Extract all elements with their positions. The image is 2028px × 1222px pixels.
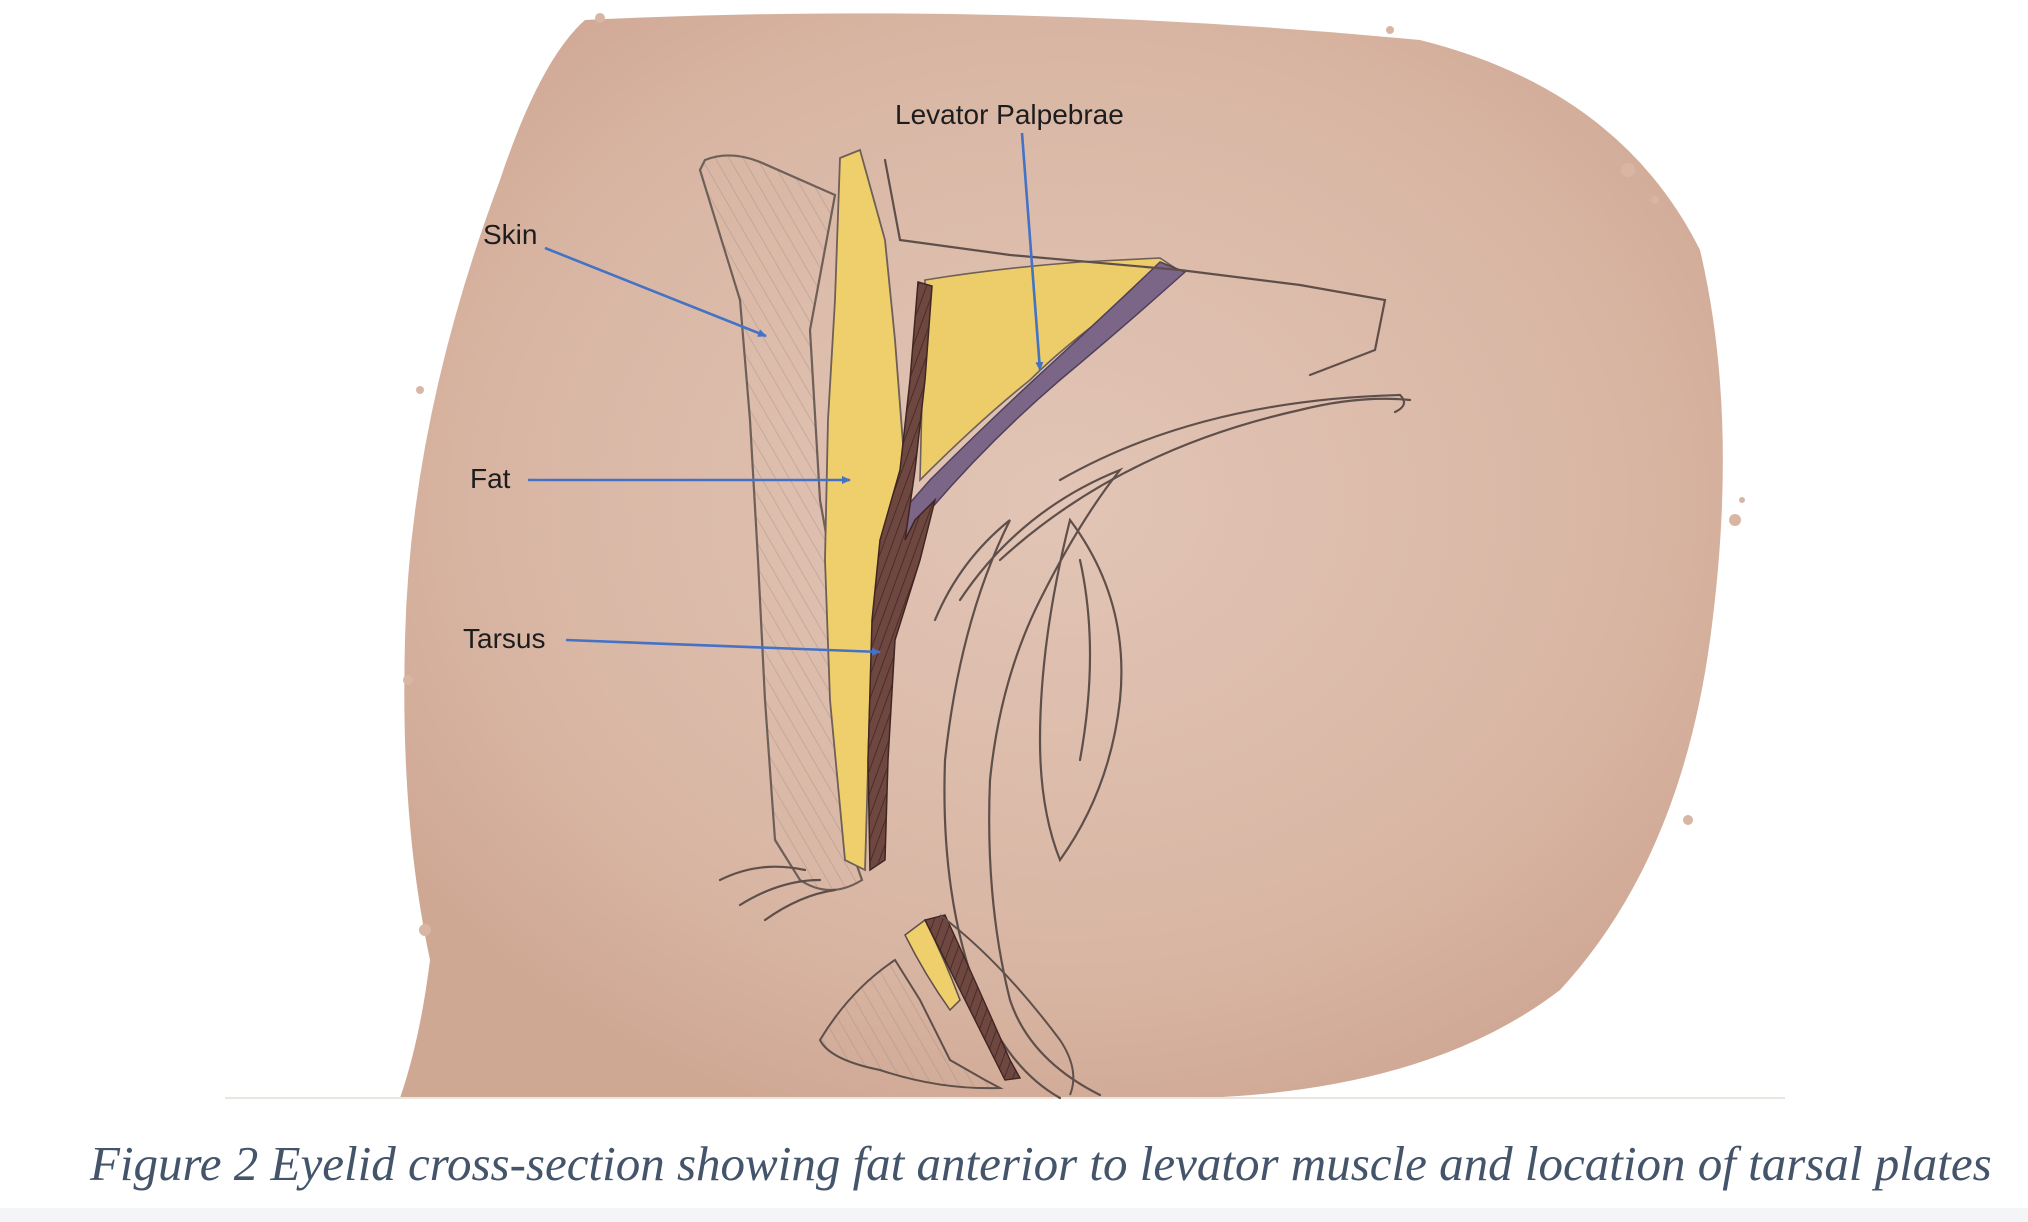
pencil-contours <box>718 158 1412 1100</box>
lower-lid-skin <box>818 958 1004 1090</box>
levator-arrow <box>1020 132 1044 371</box>
figure-caption: Figure 2 Eyelid cross-section showing fa… <box>90 1136 1992 1191</box>
skin-layer <box>698 154 864 891</box>
tarsus-label: Tarsus <box>463 623 545 654</box>
fat-label: Fat <box>470 463 511 494</box>
paper-edge-specks <box>403 13 1745 936</box>
label-arrows <box>528 132 1044 656</box>
lower-lid-outline <box>939 914 1075 1096</box>
tarsus-lower <box>923 914 1022 1081</box>
tarsus-arrow <box>565 638 881 656</box>
skin-arrow <box>544 246 767 338</box>
bottom-band <box>0 1208 2028 1222</box>
tarsus-upper <box>867 281 937 872</box>
skin-label: Skin <box>483 219 537 250</box>
levator-palpebrae-label: Levator Palpebrae <box>895 99 1124 130</box>
